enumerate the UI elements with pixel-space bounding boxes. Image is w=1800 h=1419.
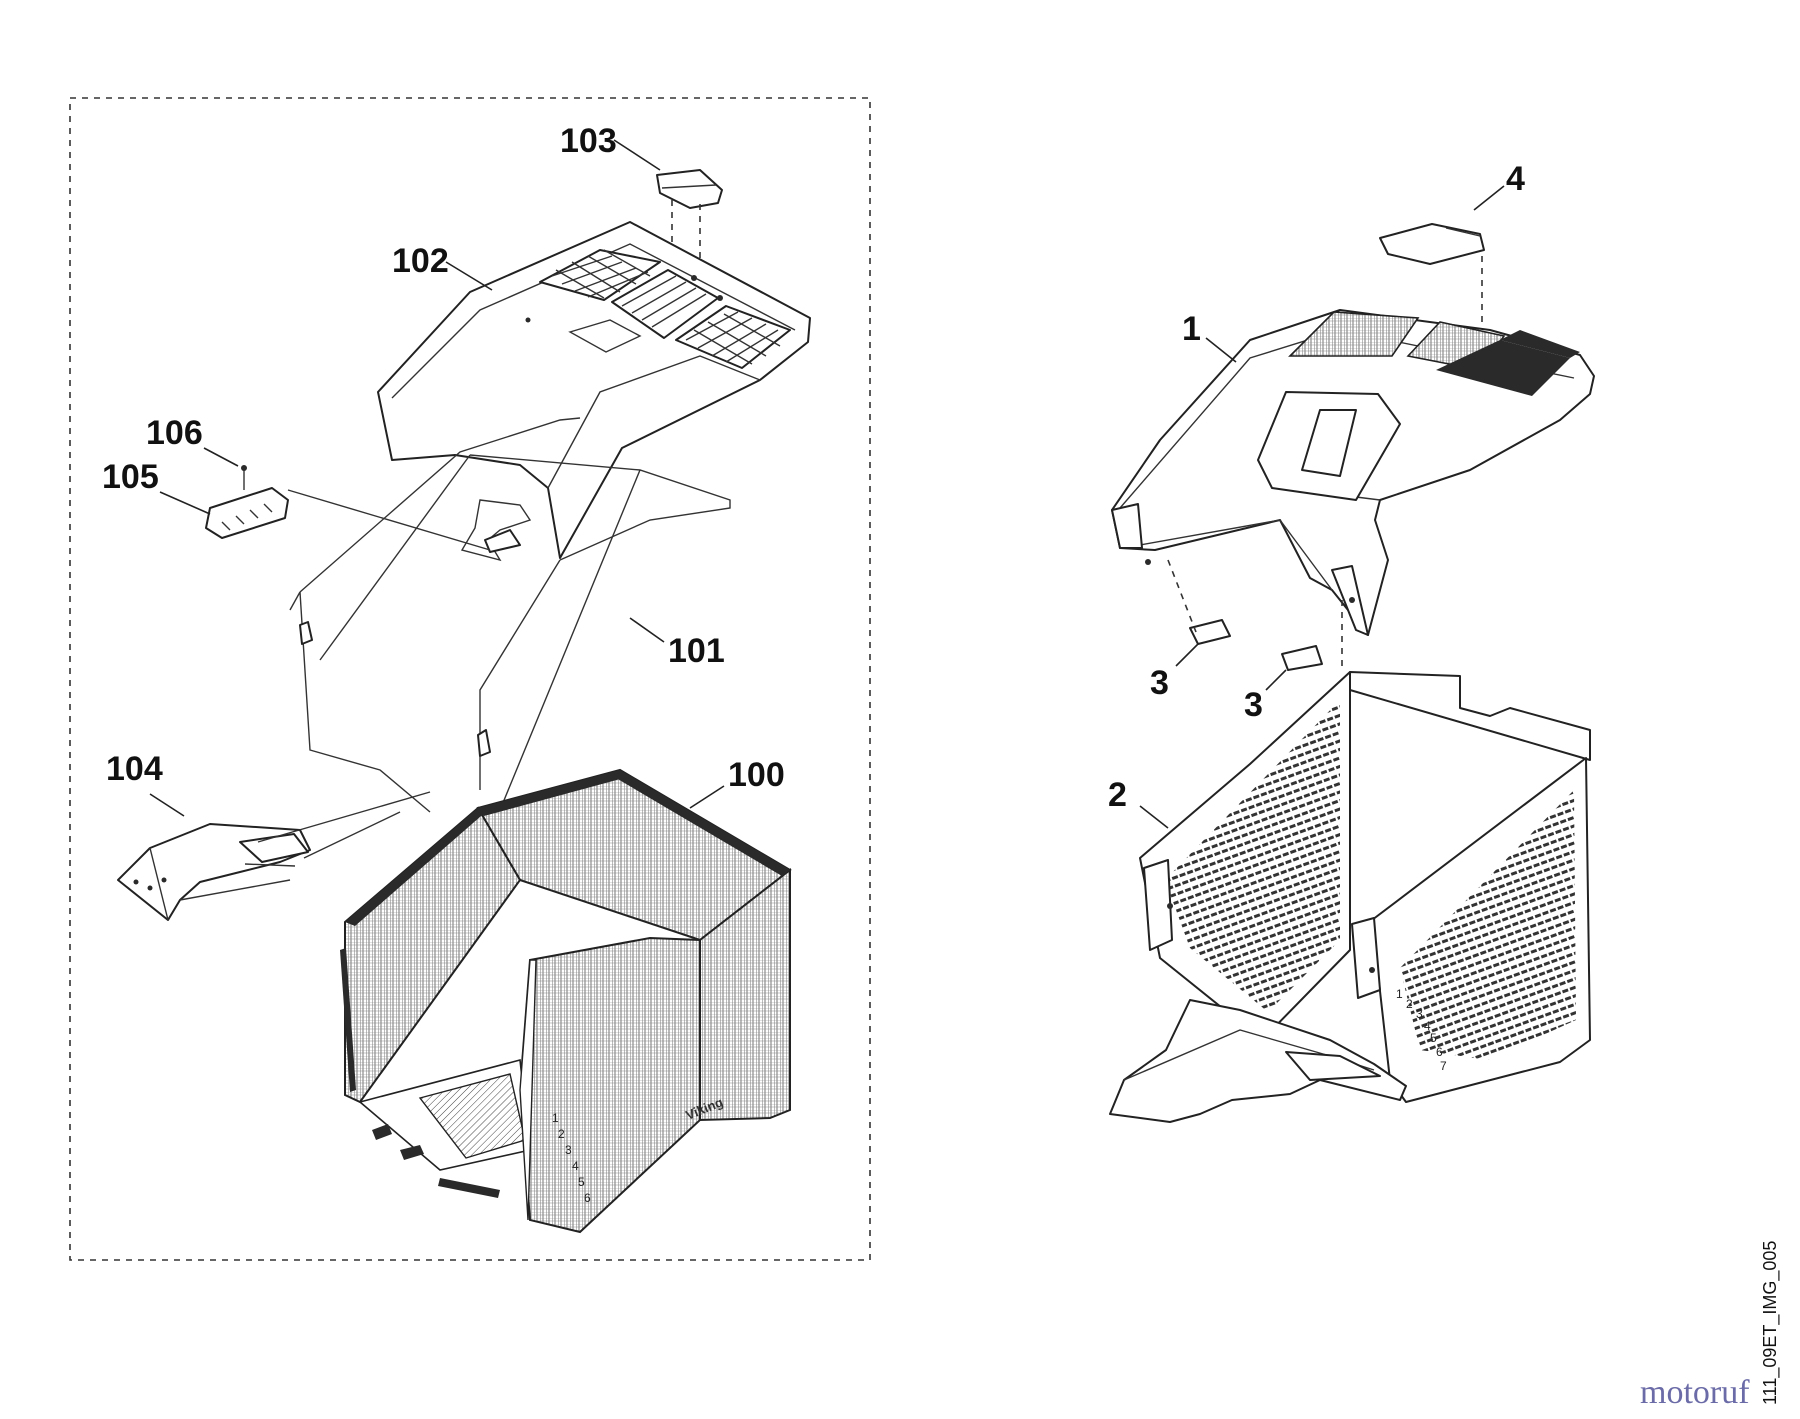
svg-text:100: 100 bbox=[728, 756, 785, 794]
part-3-hinge-pin-right[interactable] bbox=[1281, 600, 1343, 672]
part-4-plate[interactable] bbox=[1379, 223, 1485, 330]
svg-text:101: 101 bbox=[668, 632, 725, 670]
image-code-label: 111_09ET_IMG_005 bbox=[1760, 1240, 1780, 1405]
callout-4: 4 bbox=[1473, 160, 1525, 211]
callout-101: 101 bbox=[629, 617, 725, 670]
part-3-hinge-pin-left[interactable] bbox=[1167, 559, 1231, 645]
scale-mark: 4 bbox=[572, 1159, 579, 1173]
scale-mark: 5 bbox=[578, 1175, 585, 1189]
scale-mark: 2 bbox=[1406, 997, 1413, 1011]
part-104-chute[interactable] bbox=[117, 791, 431, 921]
callout-1: 1 bbox=[1182, 310, 1237, 363]
scale-mark: 2 bbox=[558, 1127, 565, 1141]
svg-text:1: 1 bbox=[1182, 310, 1201, 348]
kit-boundary bbox=[69, 97, 871, 1261]
vent-grid-right bbox=[675, 305, 791, 369]
svg-text:3: 3 bbox=[1150, 664, 1169, 702]
watermark-logo: motoruf bbox=[1640, 1374, 1750, 1411]
svg-text:2: 2 bbox=[1108, 776, 1127, 814]
scale-mark: 3 bbox=[565, 1143, 572, 1157]
svg-text:3: 3 bbox=[1244, 686, 1263, 724]
scale-mark: 6 bbox=[1436, 1045, 1443, 1059]
callout-102: 102 bbox=[392, 242, 493, 291]
scale-mark: 5 bbox=[1430, 1031, 1437, 1045]
svg-text:4: 4 bbox=[1506, 160, 1525, 198]
callout-100: 100 bbox=[689, 756, 785, 809]
scale-mark: 7 bbox=[1440, 1059, 1447, 1073]
part-106-screw[interactable] bbox=[241, 465, 247, 490]
callout-103: 103 bbox=[560, 122, 661, 171]
part-105-handle[interactable] bbox=[205, 487, 491, 551]
svg-text:106: 106 bbox=[146, 414, 203, 452]
part-101-bag-liner[interactable] bbox=[289, 417, 731, 813]
scale-mark: 3 bbox=[1416, 1007, 1423, 1021]
scale-mark: 4 bbox=[1424, 1019, 1431, 1033]
svg-text:103: 103 bbox=[560, 122, 617, 160]
callout-104: 104 bbox=[106, 750, 185, 817]
scale-mark: 6 bbox=[584, 1191, 591, 1205]
svg-text:105: 105 bbox=[102, 458, 159, 496]
callout-3b: 3 bbox=[1244, 669, 1287, 724]
callout-3a: 3 bbox=[1150, 643, 1199, 702]
scale-mark: 1 bbox=[552, 1111, 559, 1125]
svg-text:102: 102 bbox=[392, 242, 449, 280]
part-2-basket[interactable]: 1 2 3 4 5 6 7 bbox=[1109, 671, 1591, 1123]
part-1-lid[interactable] bbox=[1111, 309, 1595, 636]
part-100-mesh-basket[interactable]: 1 2 3 4 5 6 Viking bbox=[340, 768, 792, 1234]
callout-2: 2 bbox=[1108, 776, 1169, 829]
callout-105: 105 bbox=[102, 458, 211, 515]
svg-text:104: 104 bbox=[106, 750, 163, 788]
part-102-top-cover[interactable] bbox=[377, 221, 811, 559]
vent-grid-left bbox=[539, 249, 661, 301]
scale-mark: 1 bbox=[1396, 987, 1403, 1001]
callout-106: 106 bbox=[146, 414, 239, 467]
